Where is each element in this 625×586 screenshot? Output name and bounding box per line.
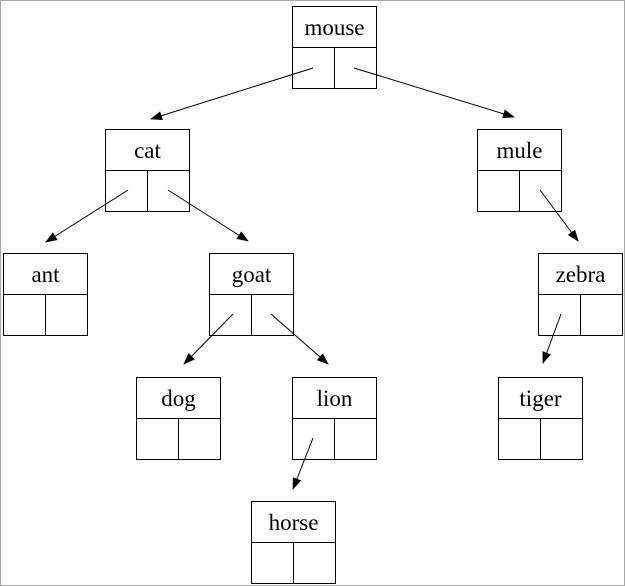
node-pointer-cells [293, 419, 376, 459]
left-pointer-cell [106, 171, 148, 211]
tree-node-mule: mule [477, 129, 562, 212]
tree-node-horse: horse [251, 501, 336, 584]
node-pointer-cells [106, 171, 189, 211]
node-pointer-cells [210, 295, 293, 335]
node-pointer-cells [539, 295, 622, 335]
left-pointer-cell [137, 419, 179, 459]
tree-node-ant: ant [3, 253, 88, 336]
node-label: horse [252, 502, 335, 543]
left-pointer-cell [4, 295, 46, 335]
node-label: zebra [539, 254, 622, 295]
right-pointer-cell [520, 171, 561, 211]
right-pointer-cell [252, 295, 293, 335]
node-label: lion [293, 378, 376, 419]
node-pointer-cells [4, 295, 87, 335]
node-label: tiger [499, 378, 582, 419]
left-pointer-cell [210, 295, 252, 335]
right-pointer-cell [46, 295, 87, 335]
node-pointer-cells [293, 48, 376, 88]
right-pointer-cell [335, 419, 376, 459]
right-pointer-cell [179, 419, 220, 459]
arrow-mouse-right-to-mule [353, 67, 515, 119]
tree-node-zebra: zebra [538, 253, 623, 336]
right-pointer-cell [581, 295, 622, 335]
node-pointer-cells [137, 419, 220, 459]
right-pointer-cell [148, 171, 189, 211]
node-label: goat [210, 254, 293, 295]
node-pointer-cells [478, 171, 561, 211]
arrow-mouse-left-to-cat [150, 67, 314, 120]
right-pointer-cell [294, 543, 335, 583]
tree-node-cat: cat [105, 129, 190, 212]
node-label: mouse [293, 7, 376, 48]
tree-node-tiger: tiger [498, 377, 583, 460]
left-pointer-cell [499, 419, 541, 459]
left-pointer-cell [539, 295, 581, 335]
node-pointer-cells [252, 543, 335, 583]
tree-node-goat: goat [209, 253, 294, 336]
tree-node-mouse: mouse [292, 6, 377, 89]
left-pointer-cell [252, 543, 294, 583]
tree-node-lion: lion [292, 377, 377, 460]
left-pointer-cell [293, 419, 335, 459]
tree-node-dog: dog [136, 377, 221, 460]
left-pointer-cell [293, 48, 335, 88]
node-label: mule [478, 130, 561, 171]
node-pointer-cells [499, 419, 582, 459]
right-pointer-cell [541, 419, 582, 459]
left-pointer-cell [478, 171, 520, 211]
right-pointer-cell [335, 48, 376, 88]
node-label: ant [4, 254, 87, 295]
node-label: cat [106, 130, 189, 171]
node-label: dog [137, 378, 220, 419]
